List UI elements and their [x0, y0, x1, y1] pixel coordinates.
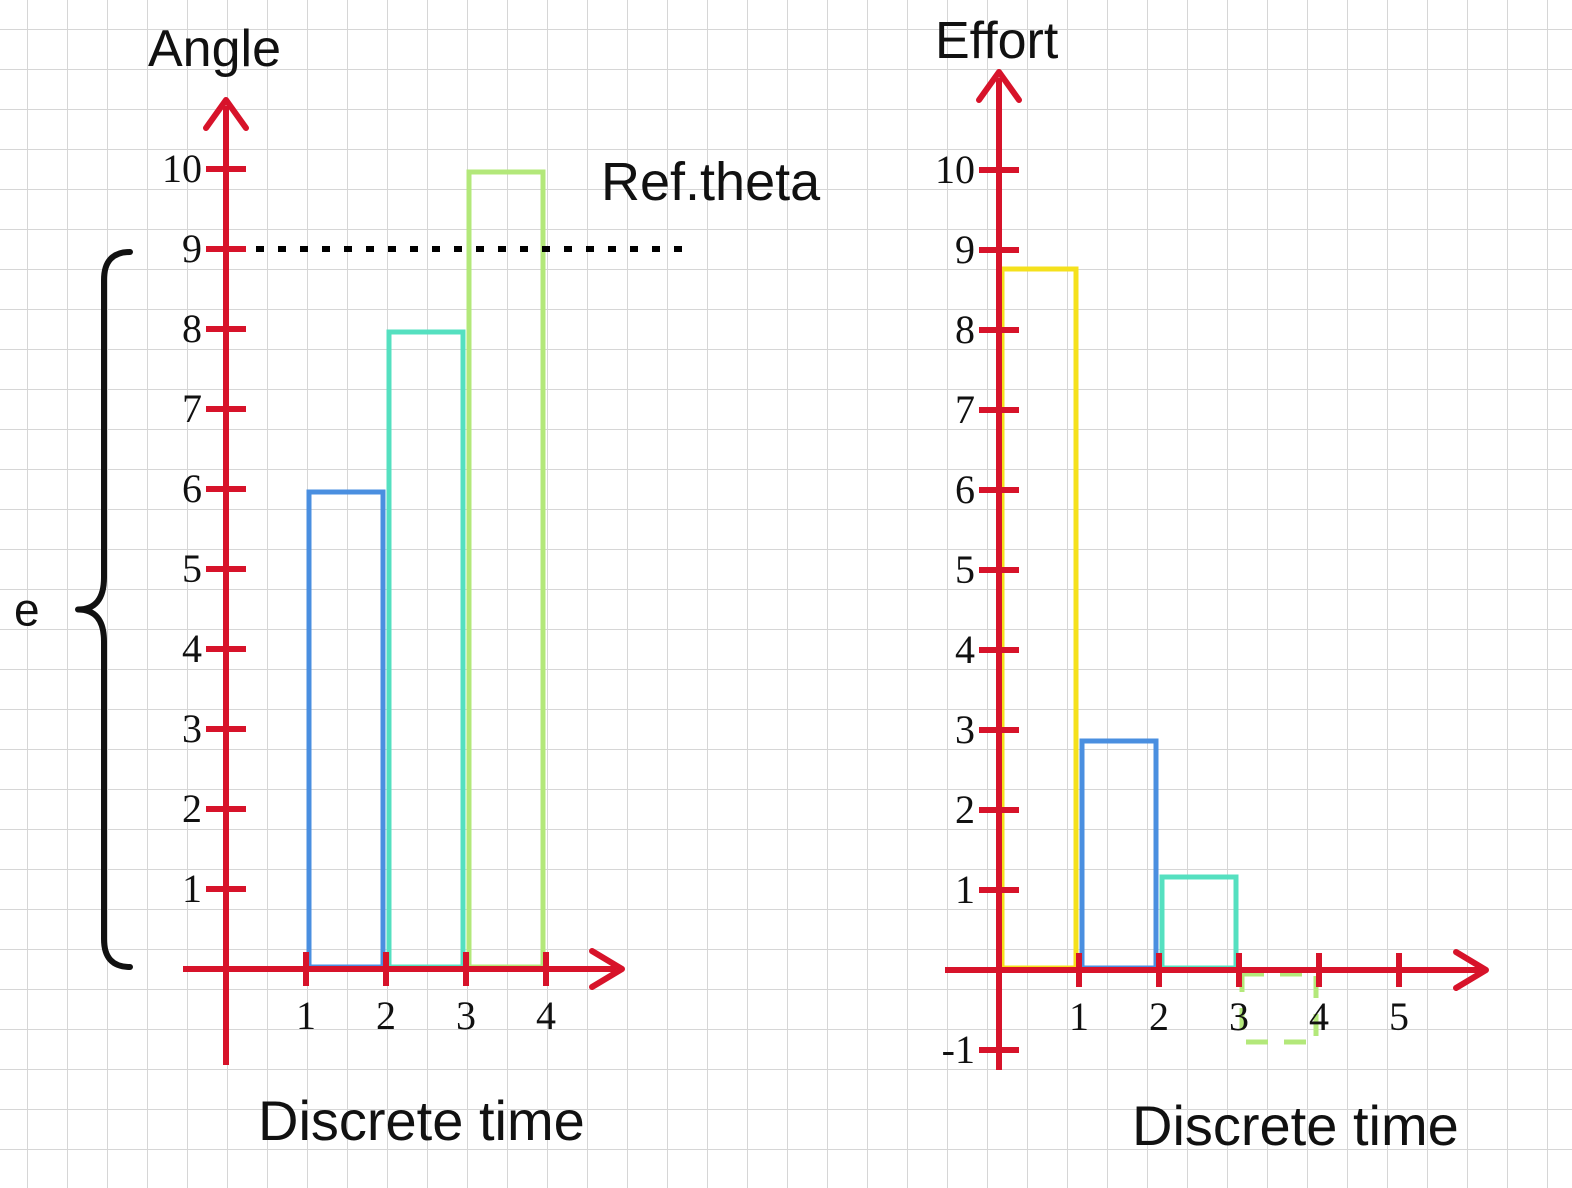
- y-tick-label-7: 7: [955, 387, 975, 432]
- effort-y-ticks: -1 1 2 3 4 5 6 7 8 9 10: [935, 147, 1019, 1072]
- y-tick-label-6: 6: [955, 467, 975, 512]
- angle-bars: [306, 169, 546, 970]
- x-tick-label-4: 4: [536, 993, 556, 1038]
- y-tick-label-8: 8: [182, 306, 202, 351]
- y-tick-label-2: 2: [955, 787, 975, 832]
- angle-y-axis-label: Angle: [148, 20, 281, 78]
- y-axis-arrow: [976, 69, 1022, 103]
- angle-x-ticks: 1 2 3 4: [296, 952, 556, 1038]
- y-tick-label-9: 9: [182, 226, 202, 271]
- y-tick-label-9: 9: [955, 227, 975, 272]
- error-brace-label: e: [14, 584, 40, 636]
- angle-chart: Ref.theta e 1 2 3 4 1 2 3 4 5 6 7 8 9 10 Angle Discr…: [14, 20, 821, 1152]
- x-tick-label-1: 1: [296, 993, 316, 1038]
- x-tick-label-2: 2: [1149, 994, 1169, 1039]
- x-tick-label-1: 1: [1069, 994, 1089, 1039]
- y-tick-label-3: 3: [955, 707, 975, 752]
- angle-y-ticks: 1 2 3 4 5 6 7 8 9 10: [162, 146, 246, 911]
- y-tick-label-5: 5: [182, 546, 202, 591]
- bar-4: [1239, 971, 1319, 1045]
- bar-3: [1159, 874, 1239, 971]
- x-axis-arrow: [589, 948, 625, 990]
- y-tick-label-4: 4: [182, 626, 202, 671]
- error-brace: [75, 249, 133, 970]
- bar-1: [999, 266, 1079, 971]
- angle-x-axis-label: Discrete time: [258, 1089, 585, 1152]
- y-tick-label-10: 10: [162, 146, 202, 191]
- y-axis-arrow: [203, 97, 249, 131]
- reference-label: Ref.theta: [601, 152, 821, 212]
- bar-3: [466, 169, 546, 970]
- effort-bars: [999, 266, 1319, 1045]
- y-tick-label-2: 2: [182, 786, 202, 831]
- y-tick-label-1: 1: [182, 866, 202, 911]
- x-tick-label-2: 2: [376, 993, 396, 1038]
- y-tick-label-1: 1: [955, 867, 975, 912]
- x-axis-arrow: [1453, 949, 1489, 991]
- bar-2: [1079, 738, 1159, 971]
- y-tick-label-7: 7: [182, 386, 202, 431]
- effort-x-axis-label: Discrete time: [1132, 1094, 1459, 1157]
- effort-y-axis-label: Effort: [935, 12, 1059, 70]
- x-tick-label-4: 4: [1309, 994, 1329, 1039]
- effort-chart: 1 2 3 4 5 -1 1 2 3 4 5 6 7 8 9 10 Effort Discrete time: [935, 12, 1489, 1157]
- y-tick-label--1: -1: [942, 1027, 975, 1072]
- y-tick-label-8: 8: [955, 307, 975, 352]
- x-tick-label-5: 5: [1389, 994, 1409, 1039]
- bar-1: [306, 489, 386, 970]
- y-tick-label-4: 4: [955, 627, 975, 672]
- x-tick-label-3: 3: [456, 993, 476, 1038]
- bar-2: [386, 329, 466, 970]
- y-tick-label-10: 10: [935, 147, 975, 192]
- angle-axes: [183, 97, 625, 1065]
- y-tick-label-5: 5: [955, 547, 975, 592]
- x-tick-label-3: 3: [1229, 994, 1249, 1039]
- y-tick-label-6: 6: [182, 466, 202, 511]
- y-tick-label-3: 3: [182, 706, 202, 751]
- effort-x-ticks: 1 2 3 4 5: [1069, 953, 1409, 1039]
- effort-axes: [945, 69, 1489, 1070]
